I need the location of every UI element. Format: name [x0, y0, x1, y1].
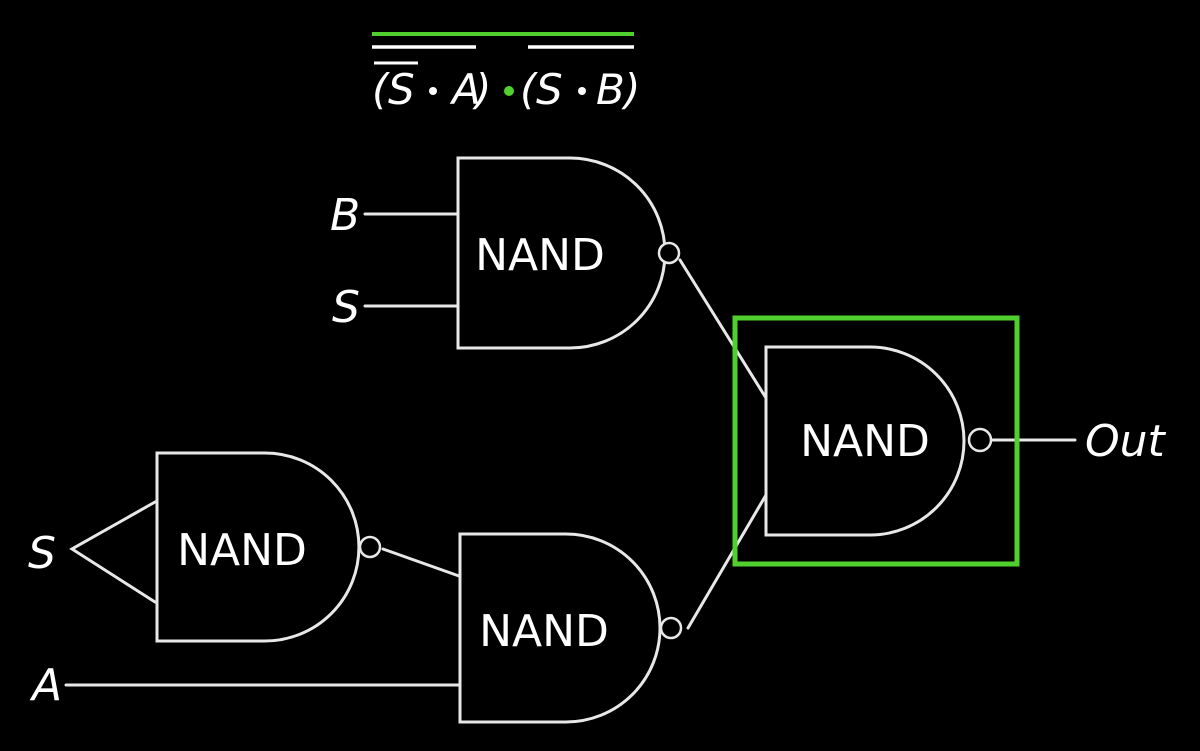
wire-s-split	[69, 500, 157, 604]
nand-gate-output[interactable]: NAND	[764, 345, 993, 537]
gate-body	[458, 532, 662, 724]
wire-nand3-to-out	[686, 493, 768, 630]
formula-right-s: S	[536, 65, 563, 114]
gate-label: NAND	[177, 525, 307, 576]
gate-label: NAND	[479, 606, 609, 657]
input-label-s-left: S	[28, 528, 56, 579]
formula-right-open: (	[520, 65, 538, 114]
formula-right-close: )	[621, 65, 640, 114]
formula-left-open: (	[372, 65, 390, 114]
formula-left-close: )	[472, 65, 491, 114]
formula-left-a: A	[449, 65, 481, 114]
input-label-a: A	[29, 660, 62, 711]
formula-left-dot	[429, 87, 437, 95]
formula: ( S A ) ( S B )	[372, 32, 640, 114]
highlight-box	[732, 315, 1020, 567]
inverter-bubble	[967, 427, 993, 453]
input-label-s-top: S	[332, 282, 360, 333]
wires	[64, 212, 1077, 687]
formula-right-b: B	[596, 65, 625, 114]
inverter-bubble	[358, 535, 382, 559]
inverter-bubble	[657, 241, 681, 265]
wire-nand-top-to-out	[678, 258, 768, 400]
gate-body	[764, 345, 966, 537]
nand-gate-bottom-middle[interactable]: NAND	[458, 532, 683, 724]
output-label: Out	[1085, 416, 1167, 467]
gate-body	[155, 451, 361, 643]
inverter-bubble	[659, 616, 683, 640]
gate-label: NAND	[800, 416, 930, 467]
nand-gate-bottom-left[interactable]: NAND	[155, 451, 382, 643]
wire-nand1-to-nand3	[381, 547, 461, 578]
input-label-b: B	[330, 190, 360, 241]
formula-left-s: S	[388, 65, 415, 114]
formula-right-dot	[578, 87, 586, 95]
formula-middle-dot	[504, 86, 514, 96]
nand-gate-top[interactable]: NAND	[456, 156, 681, 350]
gate-label: NAND	[475, 230, 605, 281]
